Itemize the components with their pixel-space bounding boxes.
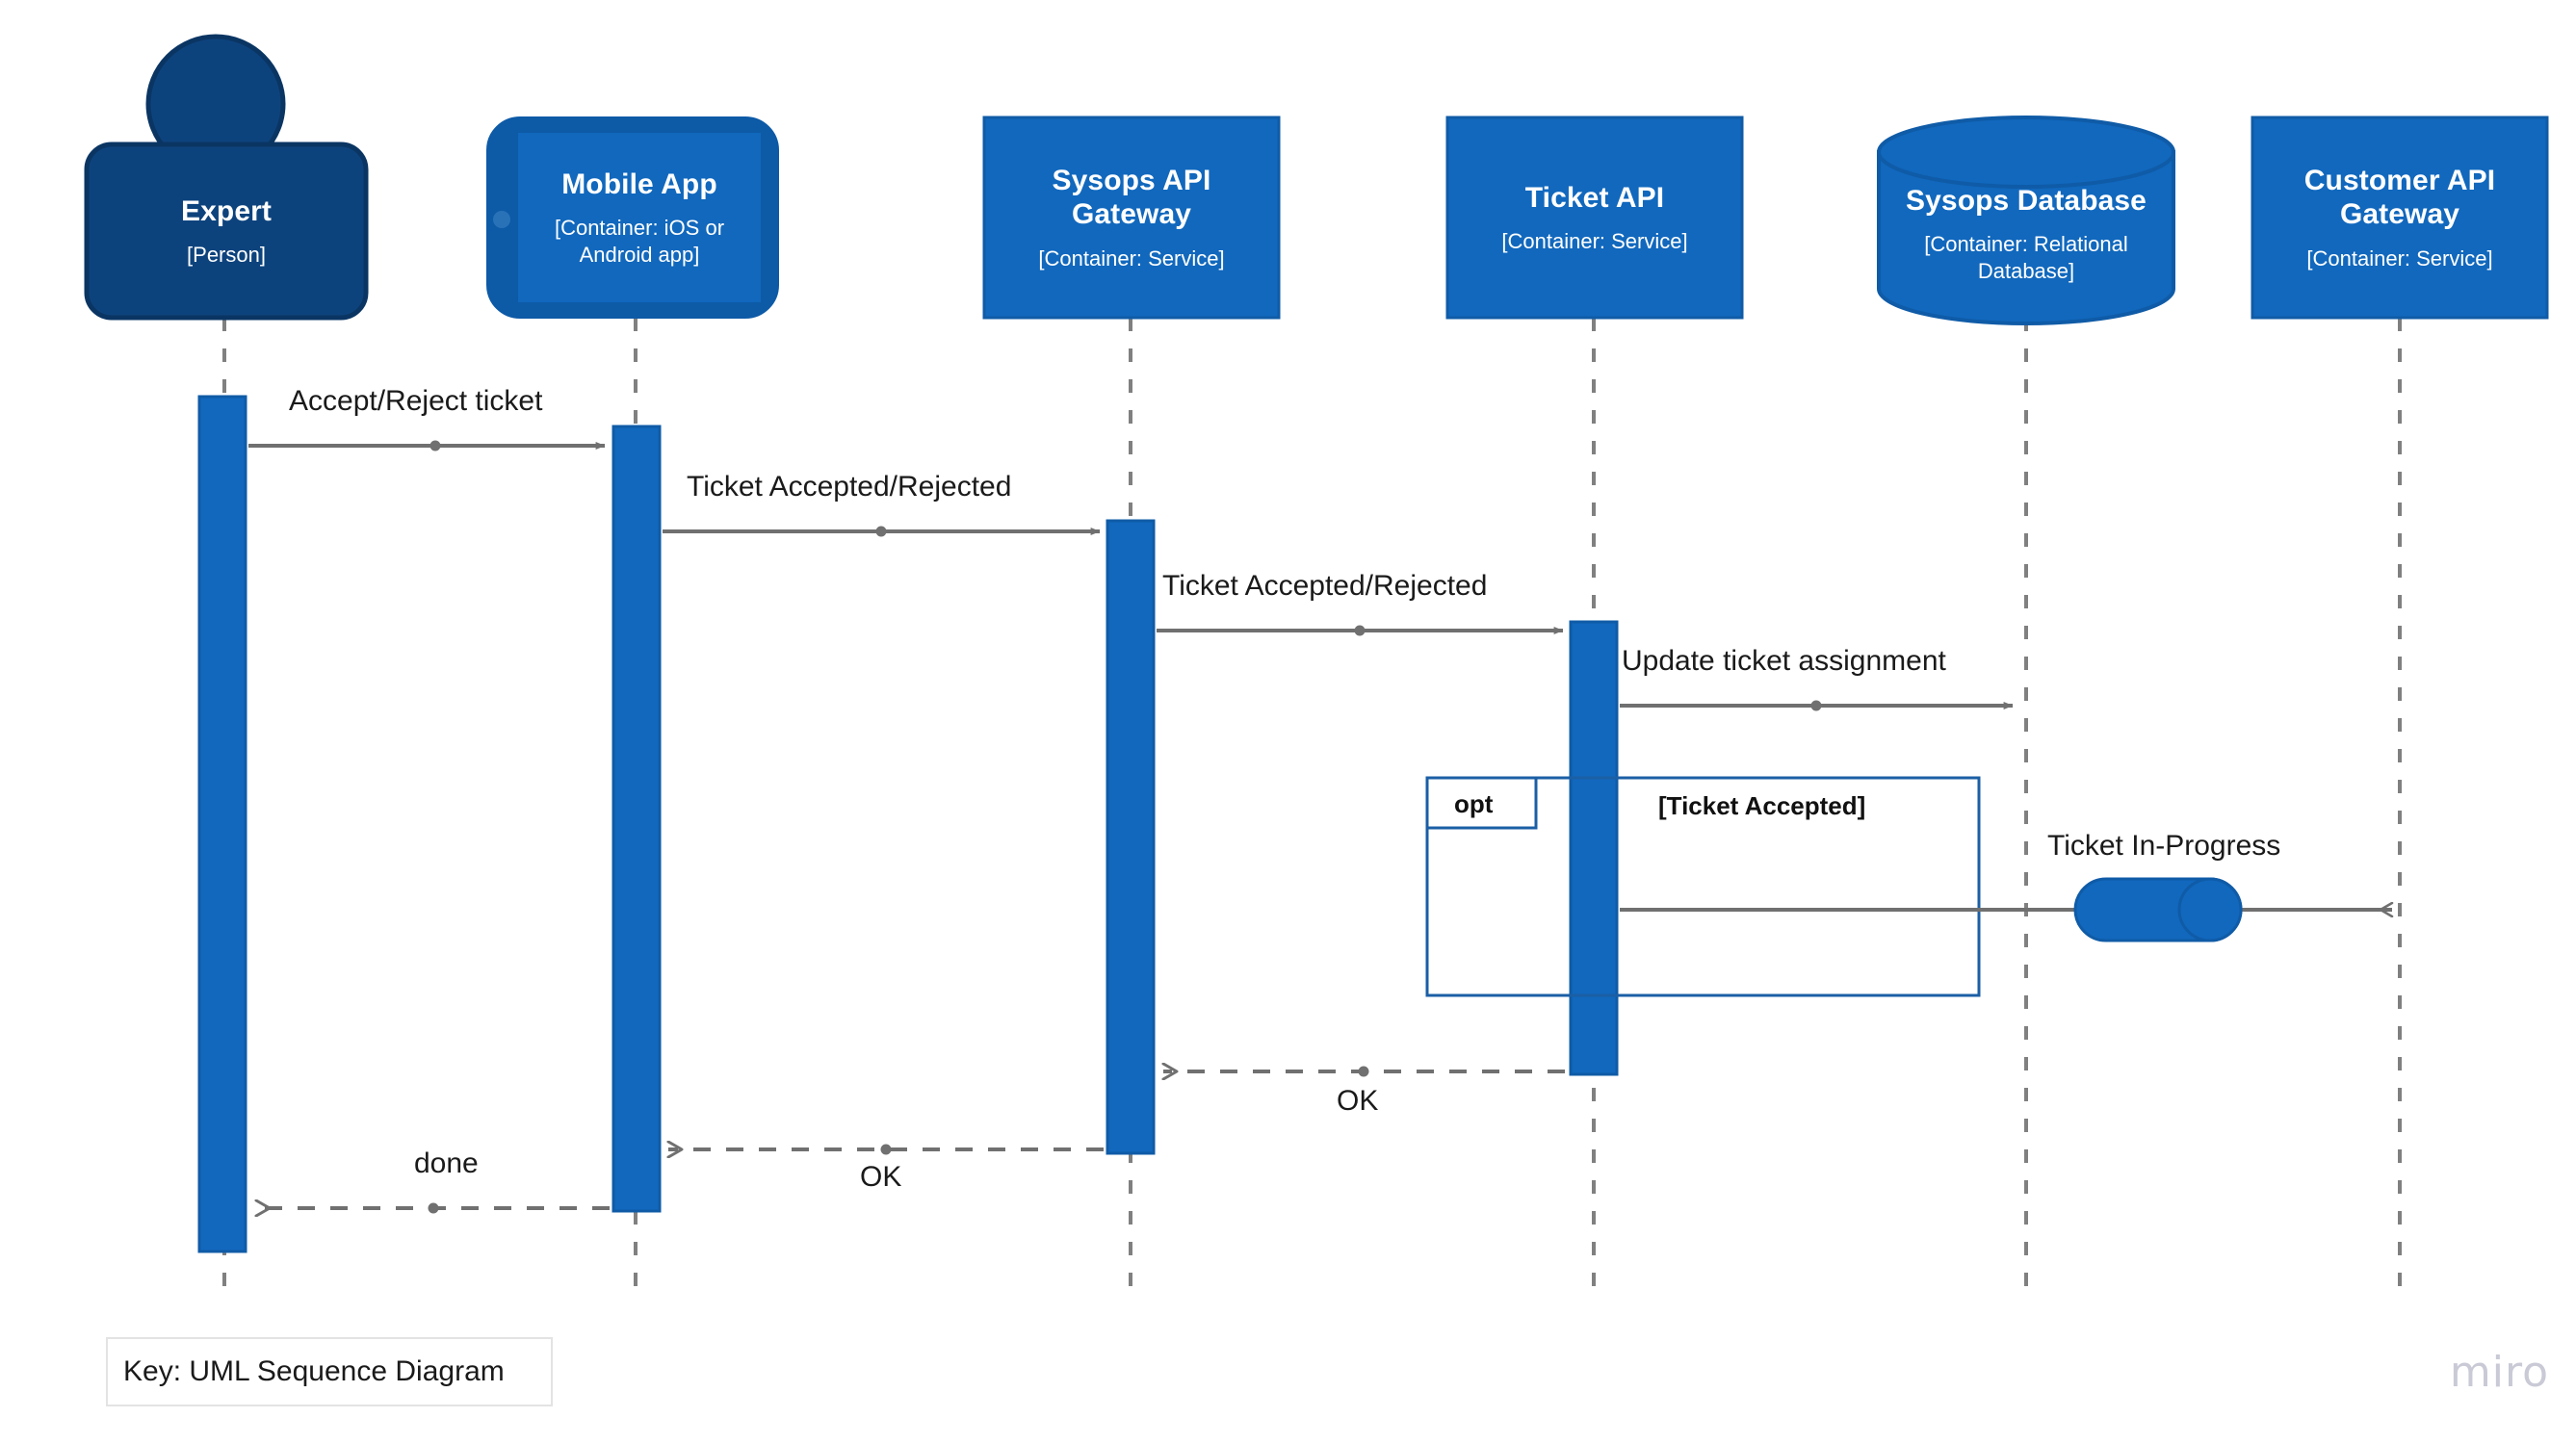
fragment-operator-box xyxy=(1425,776,1538,830)
key-box: Key: UML Sequence Diagram xyxy=(106,1337,553,1406)
activation-bar-sysops-api-gateway xyxy=(1106,519,1156,1155)
lifelines xyxy=(222,318,2402,1298)
mobile-home-button-icon xyxy=(493,211,510,228)
participant-head-expert[interactable] xyxy=(84,34,369,321)
participant-head-sysops-api-gateway[interactable] xyxy=(982,116,1281,320)
message-queue-icon xyxy=(2073,877,2243,942)
participant-head-customer-api-gateway[interactable] xyxy=(2251,116,2549,320)
fragment-guard-label: [Ticket Accepted] xyxy=(1658,791,1866,820)
message-arrow-done xyxy=(256,1203,610,1214)
activation-bar-expert xyxy=(197,395,247,1253)
message-arrow-ticket-accepted-rejected-gateway xyxy=(663,526,1101,537)
participant-head-sysops-database[interactable] xyxy=(1877,116,2175,325)
key-label: Key: UML Sequence Diagram xyxy=(123,1355,505,1387)
message-arrow-ok-gateway-to-mobile-app xyxy=(668,1145,1104,1155)
activation-bar-mobile-app xyxy=(611,425,662,1213)
miro-watermark: miro xyxy=(2449,1348,2549,1397)
combined-fragment-opt[interactable] xyxy=(1425,776,1981,997)
activation-bars xyxy=(197,395,1619,1253)
participant-head-mobile-app[interactable] xyxy=(486,116,779,319)
message-arrow-ticket-in-progress xyxy=(1620,877,2392,942)
message-arrow-ticket-accepted-rejected-ticket-api xyxy=(1157,625,1564,636)
participant-head-ticket-api[interactable] xyxy=(1445,116,1744,320)
message-arrow-update-ticket-assignment xyxy=(1620,700,2014,711)
message-arrow-ok-ticket-api-to-gateway xyxy=(1163,1067,1565,1077)
message-arrow-accept-reject-ticket xyxy=(248,440,606,451)
fragment-operator-label: opt xyxy=(1454,789,1494,818)
activation-bar-ticket-api xyxy=(1569,620,1619,1076)
